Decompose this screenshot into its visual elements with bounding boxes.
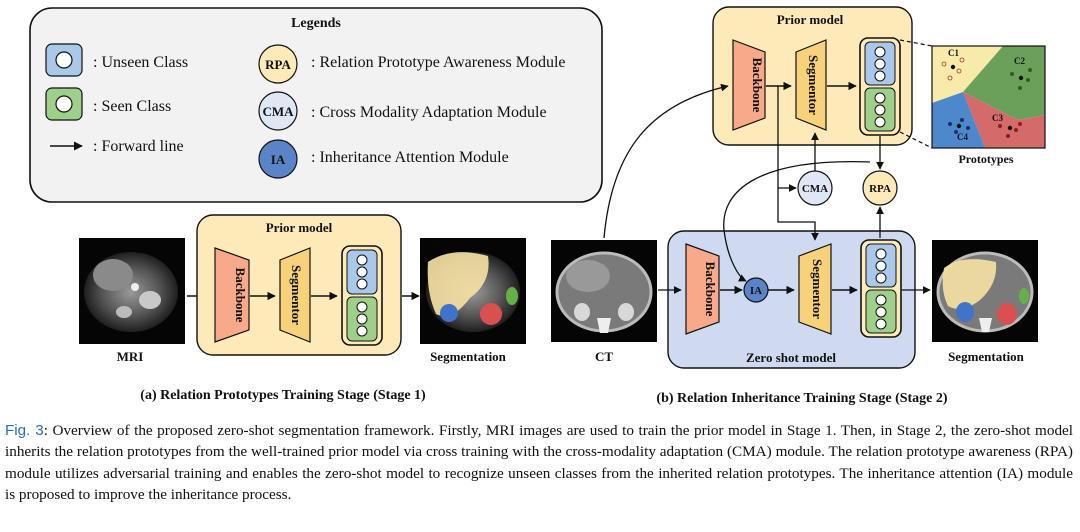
figure-caption-text: : Overview of the proposed zero-shot seg… [5,422,1073,503]
legend-cma-abbr: CMA [262,104,294,119]
legend-panel: Legends : Unseen Class : Seen Class : Fo… [29,7,603,203]
zero-shot-backbone-label: Backbone [703,262,718,317]
legend-cma: CMA : Cross Modality Adaptation Module [258,91,547,131]
stage1-prototype-stack [341,245,383,346]
zero-shot-title: Zero shot model [746,350,836,365]
rpa-label: RPA [869,183,891,195]
legend-forward-label: : Forward line [93,138,184,155]
ia-label: IA [750,285,762,297]
mri-image [79,238,185,344]
stage1-backbone-label: Backbone [233,268,248,323]
stage1: MRI Prior model Backbone Segmentor [79,214,526,403]
stage2-prior-prototype-stack [859,37,901,136]
zero-shot-prototype-stack [860,239,902,338]
stage1-caption: (a) Relation Prototypes Training Stage (… [140,388,426,403]
prototypes-plot: C1 C2 C3 C4 Prototypes [899,39,1046,166]
stage1-backbone: Backbone [214,247,250,343]
stage2-caption: (b) Relation Inheritance Training Stage … [656,391,947,406]
legend-ia-desc: : Inheritance Attention Module [311,149,509,166]
stage2-prior-segmentor-label: Segmentor [806,55,821,115]
legend-ia-abbr: IA [271,152,286,167]
legend-forward-line: : Forward line [50,138,184,155]
framework-figure: Legends : Unseen Class : Seen Class : Fo… [29,6,1046,406]
stage2-prior-backbone-label: Backbone [750,58,765,113]
ct-image [551,240,657,342]
legend-rpa-abbr: RPA [265,57,291,72]
figure-caption-label: Fig. 3 [5,422,44,439]
legend-unseen-label: : Unseen Class [93,54,188,71]
cma-label: CMA [802,183,828,195]
zero-shot-model: Zero shot model Backbone IA Segmentor [667,230,916,369]
cluster-c2: C2 [1014,56,1025,66]
stage2-prior-segmentor: Segmentor [795,39,827,131]
zero-shot-segmentor-label: Segmentor [810,259,825,319]
stage2-prior-model: Prior model Backbone Segmentor [712,6,913,146]
prototypes-label: Prototypes [958,152,1013,166]
mri-label: MRI [117,349,144,364]
zero-shot-segmentor: Segmentor [798,243,832,335]
legend-cma-desc: : Cross Modality Adaptation Module [311,104,547,121]
stage1-segmentation-image [420,238,526,344]
legend-seen-label: : Seen Class [93,98,171,115]
rpa-module: RPA [862,170,898,206]
legend-rpa-desc: : Relation Prototype Awareness Module [311,54,566,71]
stage1-segmentor: Segmentor [279,247,311,343]
stage1-segmentation-label: Segmentation [430,349,507,364]
figure-caption: Fig. 3: Overview of the proposed zero-sh… [5,420,1073,505]
ia-module: IA [743,277,769,303]
legend-seen-class: : Seen Class [45,87,171,121]
stage2-connections [603,83,931,294]
cluster-c1: C1 [948,48,959,58]
legend-ia: IA : Inheritance Attention Module [258,139,509,179]
stage2-prior-backbone: Backbone [732,39,766,131]
stage1-prior-title: Prior model [266,220,333,235]
stage2-segmentation-label: Segmentation [948,349,1025,364]
zero-shot-backbone: Backbone [685,243,720,335]
legend-unseen-class: : Unseen Class [45,43,188,77]
stage2-segmentation-image [932,240,1038,342]
legend-title: Legends [291,16,341,31]
cma-module: CMA [797,170,833,206]
stage1-prior-model: Prior model Backbone Segmentor [196,214,402,356]
cluster-c4: C4 [957,132,968,142]
stage2-prior-title: Prior model [777,12,844,27]
ct-label: CT [595,349,613,364]
cluster-c3: C3 [992,113,1003,123]
legend-rpa: RPA : Relation Prototype Awareness Modul… [258,44,566,84]
stage2: CT Prior model Backbone Segmentor [551,6,1046,406]
stage1-segmentor-label: Segmentor [289,265,304,325]
